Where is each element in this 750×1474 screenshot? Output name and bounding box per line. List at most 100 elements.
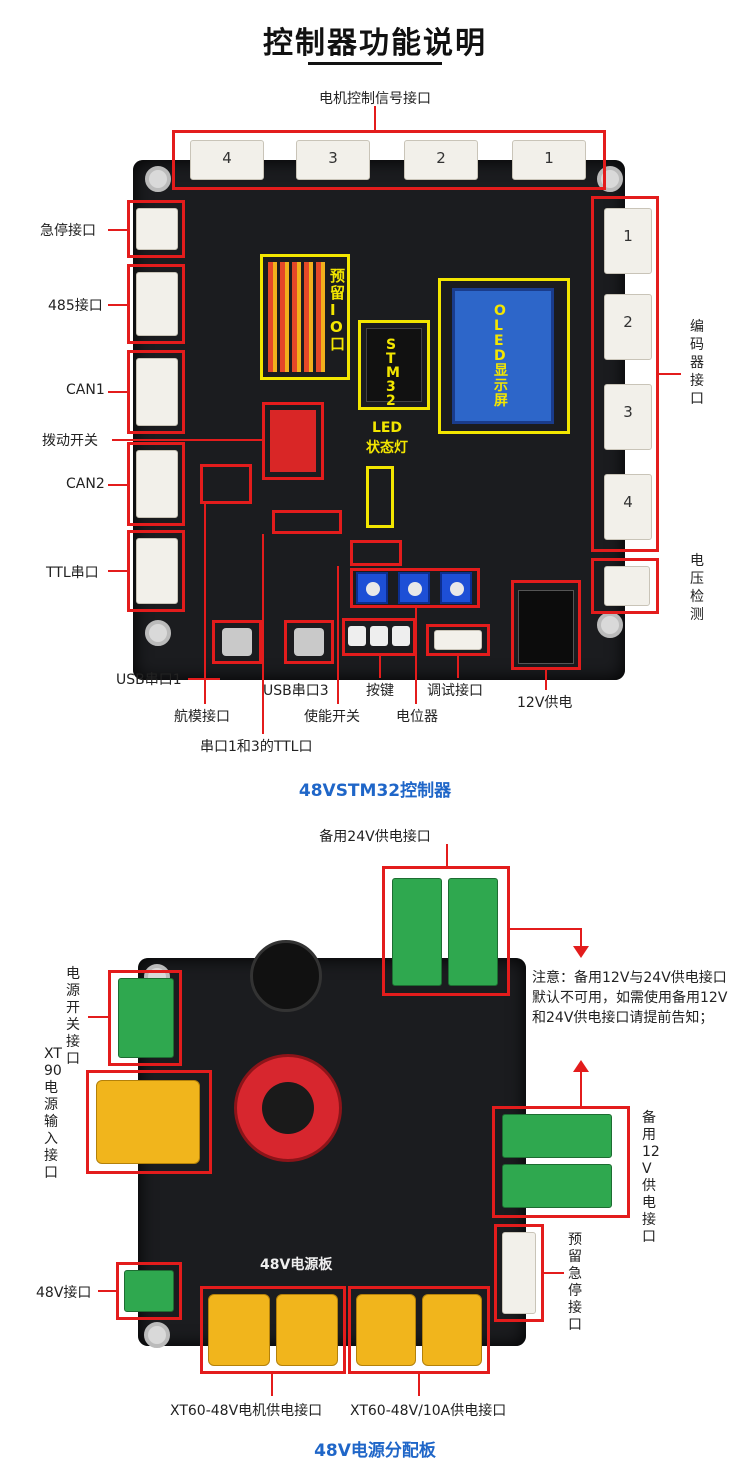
rs485-label: 485接口 <box>48 298 103 314</box>
ttl-box <box>127 530 185 612</box>
xt60-connector <box>422 1294 482 1366</box>
pot-label: 电位器 <box>396 709 438 725</box>
motor-port-num: 1 <box>544 149 554 167</box>
potentiometer <box>440 572 472 604</box>
key-label: 按键 <box>366 683 394 699</box>
led-text-1: LED <box>371 420 403 436</box>
reserved-io-box <box>260 254 350 380</box>
controller-caption: 48VSTM32控制器 <box>298 781 452 801</box>
usb1-label: USB串口1 <box>116 672 182 688</box>
v48-label: 48V接口 <box>36 1285 92 1301</box>
leader-line <box>337 566 339 704</box>
usb-port <box>222 628 252 656</box>
leader-line <box>88 1016 108 1018</box>
leader-line <box>544 1272 564 1274</box>
leader-line <box>418 1374 420 1396</box>
motor-port-num: 2 <box>436 149 446 167</box>
encoder-connector-3: 3 <box>604 384 652 450</box>
aero-box <box>200 464 252 504</box>
mount-hole <box>597 612 623 638</box>
encoder-port-num: 4 <box>623 493 633 511</box>
xt90-connector <box>96 1080 200 1164</box>
aero-label: 航模接口 <box>174 709 230 725</box>
motor-connector-2: 2 <box>404 140 478 180</box>
debug-label: 调试接口 <box>427 683 483 699</box>
pot-box <box>350 568 480 608</box>
estop-connector <box>502 1232 536 1314</box>
usb3-box <box>284 620 334 664</box>
terminal-block <box>392 878 442 986</box>
motor-port-num: 3 <box>328 149 338 167</box>
pin-header <box>268 262 326 372</box>
mount-hole <box>145 166 171 192</box>
power-switch-box <box>108 970 182 1066</box>
leader-line <box>108 391 127 393</box>
xt60-connector <box>276 1294 338 1366</box>
can2-connector <box>136 450 178 518</box>
leader-line <box>108 570 127 572</box>
voltage-box <box>591 558 659 614</box>
dc-jack <box>518 590 574 664</box>
estop-label: 急停接口 <box>40 223 96 239</box>
can1-box <box>127 350 185 434</box>
estop-button-center <box>262 1082 314 1134</box>
estop-box <box>127 200 185 258</box>
encoder-connector-2: 2 <box>604 294 652 360</box>
power-caption: 48V电源分配板 <box>314 1441 436 1461</box>
leader-line <box>108 484 127 486</box>
motor-port-num: 4 <box>222 149 232 167</box>
page-title: 控制器功能说明 <box>263 26 487 61</box>
xt60-connector <box>208 1294 270 1366</box>
leader-line <box>415 608 417 704</box>
terminal-block <box>502 1164 612 1208</box>
mount-hole <box>144 1322 170 1348</box>
oled-box <box>438 278 570 434</box>
leader-line <box>446 844 448 866</box>
leader-line <box>510 928 582 930</box>
backup24-label: 备用24V供电接口 <box>319 829 431 845</box>
backup12-box <box>492 1106 630 1218</box>
leader-line <box>98 1290 116 1292</box>
leader-line <box>204 504 206 704</box>
power12-label: 12V供电 <box>517 695 573 711</box>
key-box <box>342 618 416 656</box>
estop-connector <box>136 208 178 250</box>
xt60-10a-box <box>348 1286 490 1374</box>
leader-line <box>108 304 127 306</box>
ttl-label: TTL串口 <box>46 565 99 581</box>
v48-box <box>116 1262 182 1320</box>
ttl13-box <box>272 510 342 534</box>
xt90-label: XT90电源输入接口 <box>44 1046 62 1181</box>
power-board <box>138 958 526 1346</box>
leader-line <box>262 534 264 734</box>
arrow-up-icon <box>573 1060 589 1072</box>
voltage-label: 电压检测 <box>690 553 704 623</box>
xt60-connector <box>356 1294 416 1366</box>
can2-label: CAN2 <box>66 476 105 492</box>
led-text-2: 状态灯 <box>366 440 408 456</box>
leader-line <box>580 1072 582 1106</box>
encoder-connector-1: 1 <box>604 208 652 274</box>
motor-connector-3: 3 <box>296 140 370 180</box>
debug-box <box>426 624 490 656</box>
encoder-connector-4: 4 <box>604 474 652 540</box>
can1-connector <box>136 358 178 426</box>
can1-label: CAN1 <box>66 382 105 398</box>
leader-line <box>112 439 262 441</box>
dip-label: 拨动开关 <box>42 433 98 449</box>
motor-signal-box <box>172 130 606 190</box>
usb-port <box>294 628 324 656</box>
voltage-connector <box>604 566 650 606</box>
backup12-label: 备用12V供电接口 <box>642 1110 660 1245</box>
terminal-block <box>502 1114 612 1158</box>
backup24-box <box>382 866 510 996</box>
stm32-box <box>358 320 430 410</box>
terminal-block <box>118 978 174 1058</box>
terminal-block <box>448 878 498 986</box>
motor-signal-label: 电机控制信号接口 <box>319 91 431 107</box>
terminal-block <box>124 1270 174 1312</box>
reserved-estop-box <box>494 1224 544 1322</box>
note-text: 注意：备用12V与24V供电接口默认不可用，如需使用备用12V和24V供电接口请… <box>532 970 728 1026</box>
leader-line <box>108 229 127 231</box>
leader-line <box>188 678 220 680</box>
